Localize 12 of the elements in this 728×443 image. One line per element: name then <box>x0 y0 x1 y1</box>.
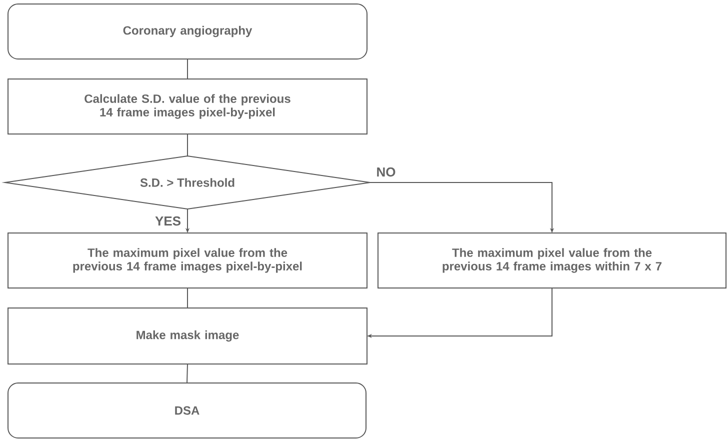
connector-line <box>186 364 188 384</box>
edge-label: YES <box>155 216 181 226</box>
terminal-box: DSA <box>8 382 366 438</box>
connector-line <box>187 58 188 80</box>
edge-label: NO <box>377 167 396 177</box>
process-box: The maximum pixel value from the previous 14 frame images pixel-by-pixel <box>8 232 368 288</box>
process-box: Calculate S.D. value of the previous 14 frame images pixel-by-pixel <box>8 78 368 134</box>
process-box: The maximum pixel value from the previous 14 frame images within 7 x 7 <box>378 232 726 288</box>
connector-line <box>187 288 188 308</box>
process-box: Make mask image <box>8 308 368 364</box>
terminal-box: Coronary angiography <box>8 4 368 60</box>
connector-line <box>187 134 188 156</box>
